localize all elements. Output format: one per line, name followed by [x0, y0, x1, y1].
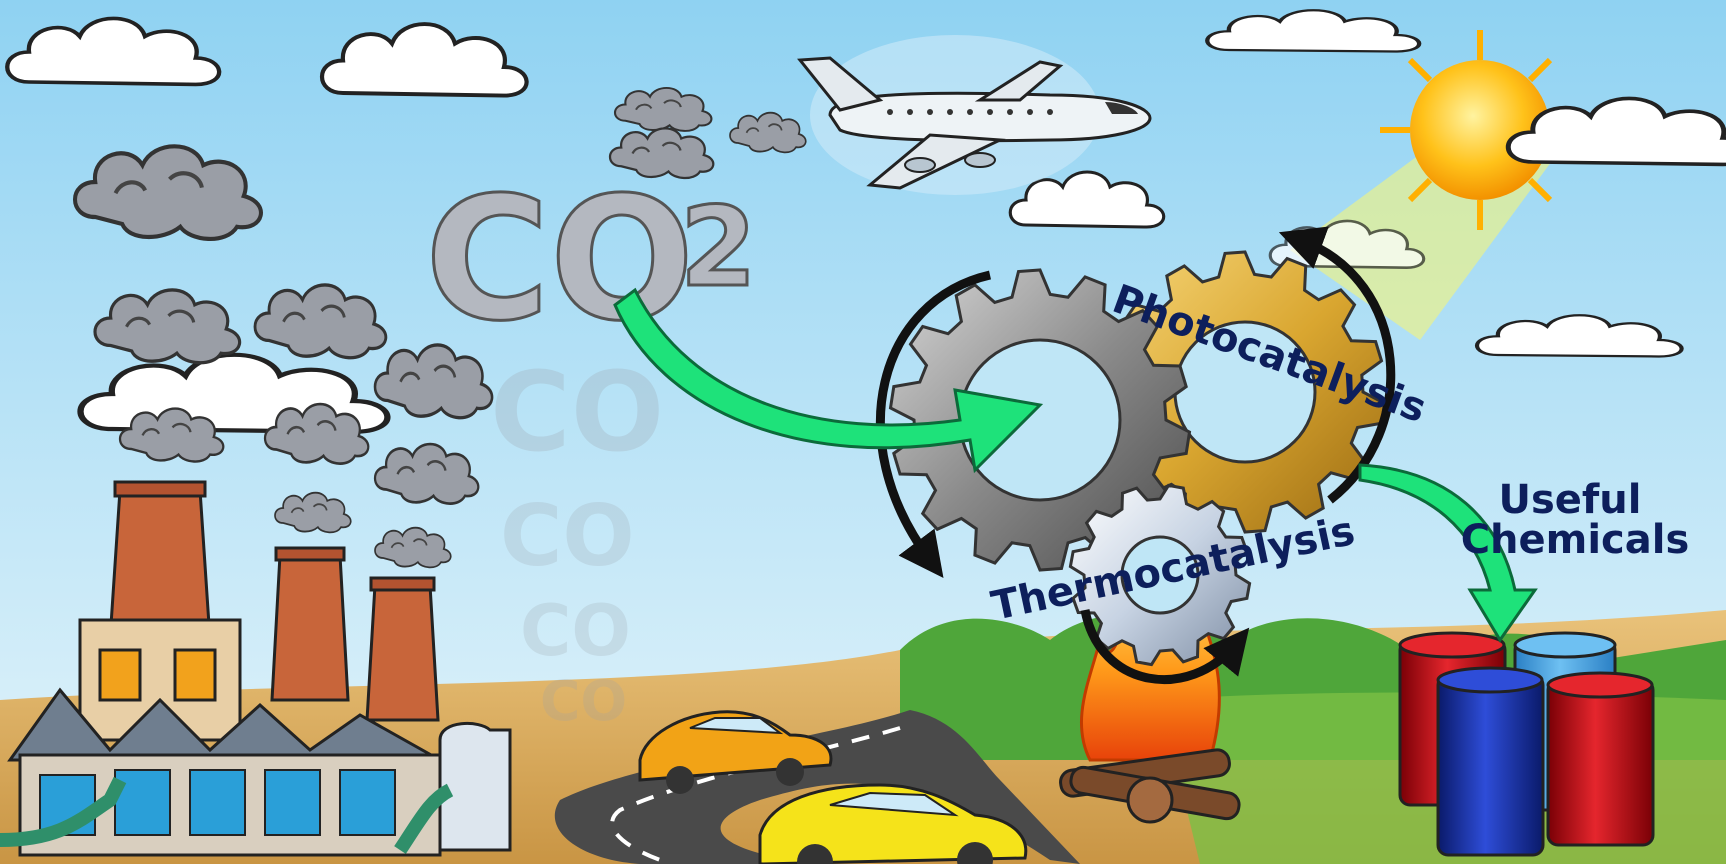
- rotation-arrow-silver: [1080, 609, 1250, 684]
- useful-chemicals-line2: Chemicals: [1461, 517, 1690, 563]
- sun-icon: [1380, 30, 1580, 230]
- car-icon-2: [758, 783, 1028, 864]
- car-icon: [638, 710, 833, 794]
- silver-gear-hole: [1120, 535, 1200, 615]
- road: [554, 710, 1080, 864]
- rotation-arrow-gray: [875, 270, 992, 579]
- useful-chemicals-line1: Useful: [1498, 477, 1641, 523]
- co2-to-gear-arrow: [613, 287, 1044, 474]
- co2-subscript: 2: [680, 183, 757, 311]
- svg-text:CO: CO: [490, 348, 664, 476]
- airplane-icon: [797, 35, 1152, 195]
- barrel-icon: [1398, 631, 1655, 857]
- svg-text:CO: CO: [500, 487, 635, 586]
- gear-icon: [888, 250, 1387, 667]
- svg-text:CO: CO: [540, 669, 627, 733]
- road-markings: [610, 726, 901, 862]
- co2-faint-copies: CO CO CO CO: [490, 348, 664, 733]
- factory-icon: [0, 480, 512, 857]
- svg-text:CO: CO: [520, 590, 631, 672]
- products-arrow: [1358, 463, 1538, 643]
